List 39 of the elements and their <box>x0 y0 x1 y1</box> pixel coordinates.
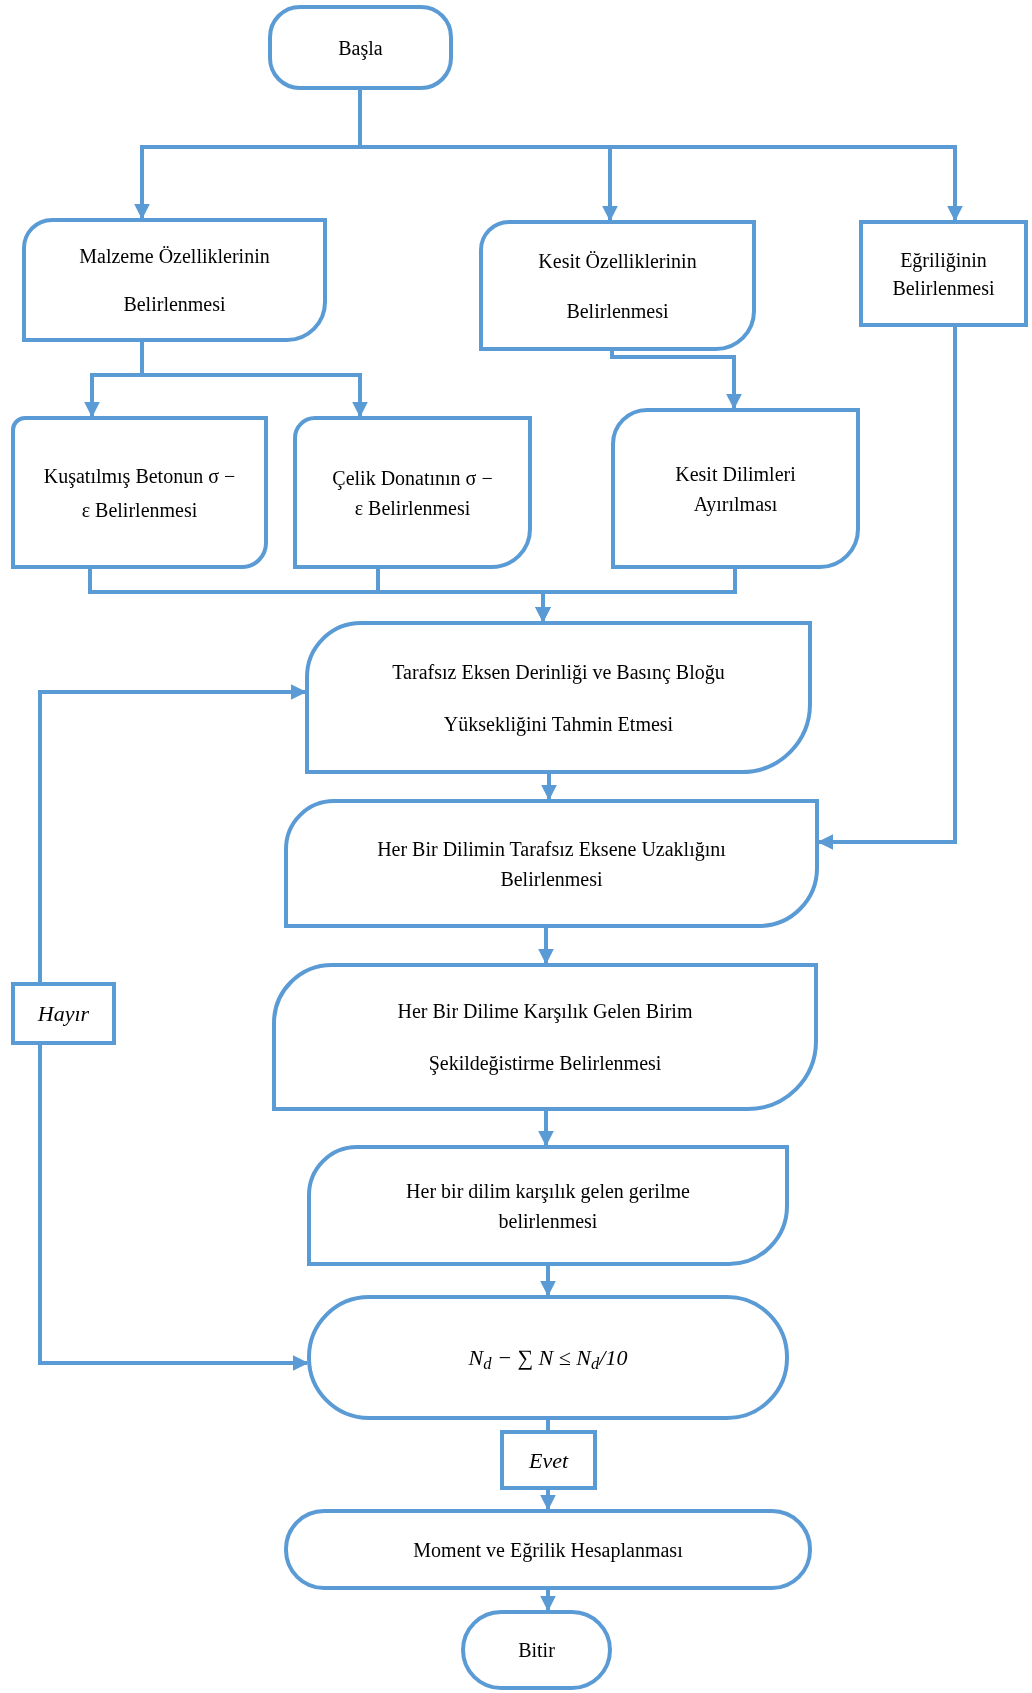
node-text: Çelik Donatının σ − ε Belirlenmesi <box>331 465 494 521</box>
connector-arrow <box>538 928 554 965</box>
node-text: N$_{d}$ − ∑ N ≤ N$_{d}$/10 <box>468 1344 628 1374</box>
node-text: Kesit Özelliklerinin Belirlenmesi <box>537 248 698 324</box>
node-text: Her bir dilim karşılık gelen gerilme belirlenmesi <box>405 1178 691 1234</box>
process-box <box>479 220 756 351</box>
connector-arrow <box>541 774 557 801</box>
node-text: Her Bir Dilime Karşılık Gelen Birim Şekildeğistirme Belirlenmesi <box>396 999 694 1077</box>
process-box <box>293 416 532 569</box>
connector-arrow <box>610 351 742 410</box>
node-text: Eğriliğinin Belirlenmesi <box>891 247 996 301</box>
node-text: Başla <box>338 35 383 62</box>
connector-arrow <box>38 684 307 982</box>
node-text: Kesit Dilimleri Ayırılması <box>674 461 797 518</box>
connector-arrow <box>540 1490 556 1511</box>
process-box <box>284 799 819 928</box>
connector-arrow <box>540 1590 556 1612</box>
decision-label-box <box>500 1430 597 1490</box>
node-text: Tarafsız Eksen Derinliği ve Basınç Bloğu Yüksekliğini Tahmin Etmesi <box>391 659 726 738</box>
process-box <box>611 408 860 569</box>
connector-arrow <box>817 327 957 850</box>
connector-arrow <box>540 1266 556 1297</box>
node-text: Hayır <box>37 1000 90 1028</box>
node-text: Bitir <box>518 1638 555 1663</box>
decision-label-box <box>11 982 116 1045</box>
connector-arrow <box>538 1111 554 1147</box>
process-box <box>11 416 268 569</box>
process-box <box>307 1145 789 1266</box>
process-box <box>859 220 1028 327</box>
process-box <box>22 218 327 342</box>
process-box <box>272 963 818 1111</box>
process-box <box>305 621 812 774</box>
connector-arrow <box>38 1045 309 1371</box>
node-text: Moment ve Eğrilik Hesaplanması <box>413 1537 683 1564</box>
node-text: Kuşatılmış Betonun σ − ε Belirlenmesi <box>42 463 237 523</box>
node-text: Evet <box>528 1446 569 1475</box>
node-text: Her Bir Dilimin Tarafsız Eksene Uzaklığını Belirlenmesi <box>376 836 727 892</box>
start-terminal <box>268 5 453 90</box>
node-text: Malzeme Özelliklerinin Belirlenmesi <box>78 244 271 317</box>
